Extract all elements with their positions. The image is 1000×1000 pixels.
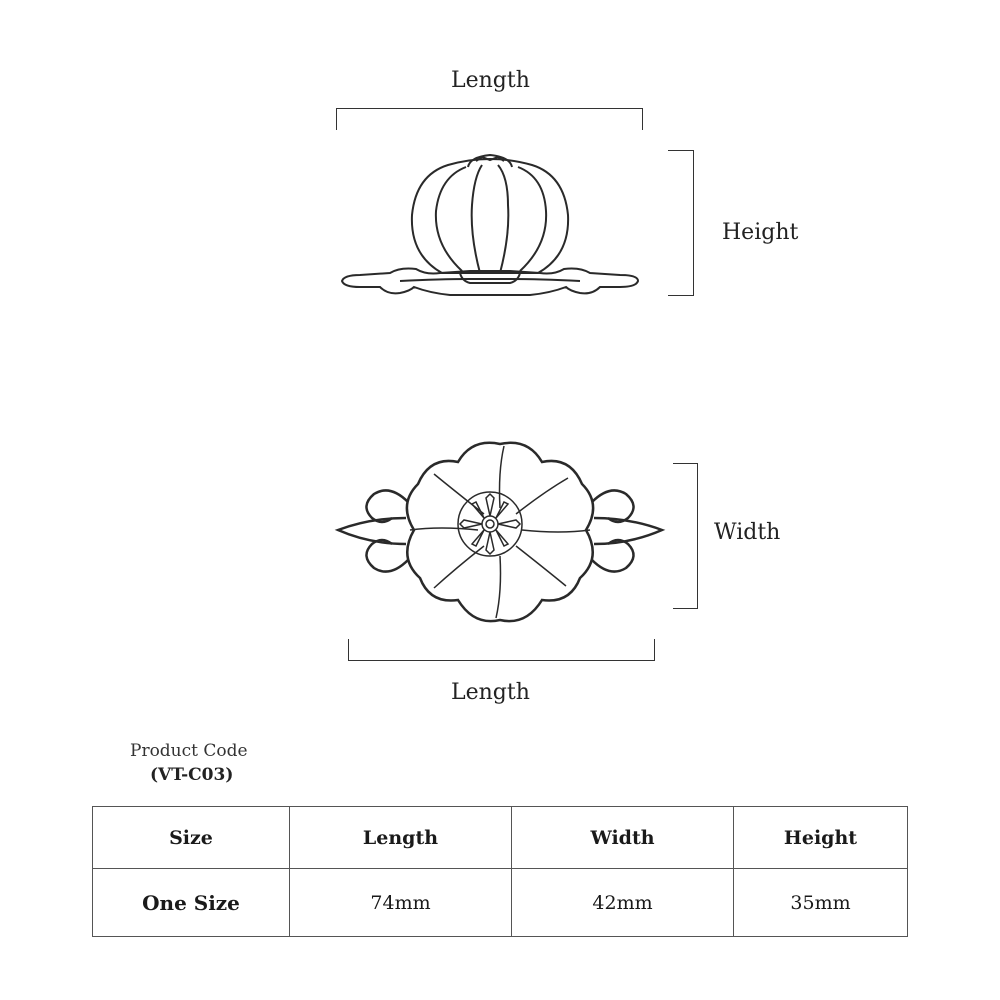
cell-width: 42mm bbox=[511, 868, 734, 937]
header-length: Length bbox=[289, 805, 512, 870]
top-length-label: Length bbox=[451, 680, 530, 705]
top-length-dimension-line bbox=[348, 639, 655, 661]
header-size: Size bbox=[92, 805, 290, 870]
table-row: One Size 74mm 42mm 35mm bbox=[92, 868, 908, 937]
knob-side-view-drawing bbox=[340, 153, 640, 296]
side-height-label: Height bbox=[722, 220, 799, 245]
table-header-row: Size Length Width Height bbox=[92, 805, 908, 870]
top-width-label: Width bbox=[714, 520, 781, 545]
cell-length: 74mm bbox=[289, 868, 512, 937]
cell-size: One Size bbox=[92, 868, 290, 937]
product-code-title: Product Code bbox=[130, 741, 248, 761]
top-width-dimension-line bbox=[673, 463, 698, 609]
size-table: Size Length Width Height One Size 74mm 4… bbox=[92, 805, 908, 937]
side-length-dimension-line bbox=[336, 108, 643, 130]
cell-height: 35mm bbox=[733, 868, 908, 937]
side-length-label: Length bbox=[451, 68, 530, 93]
knob-top-view-drawing bbox=[334, 441, 666, 623]
header-width: Width bbox=[511, 805, 734, 870]
product-code-value: (VT-C03) bbox=[150, 765, 234, 785]
side-height-dimension-line bbox=[668, 150, 694, 296]
header-height: Height bbox=[733, 805, 908, 870]
